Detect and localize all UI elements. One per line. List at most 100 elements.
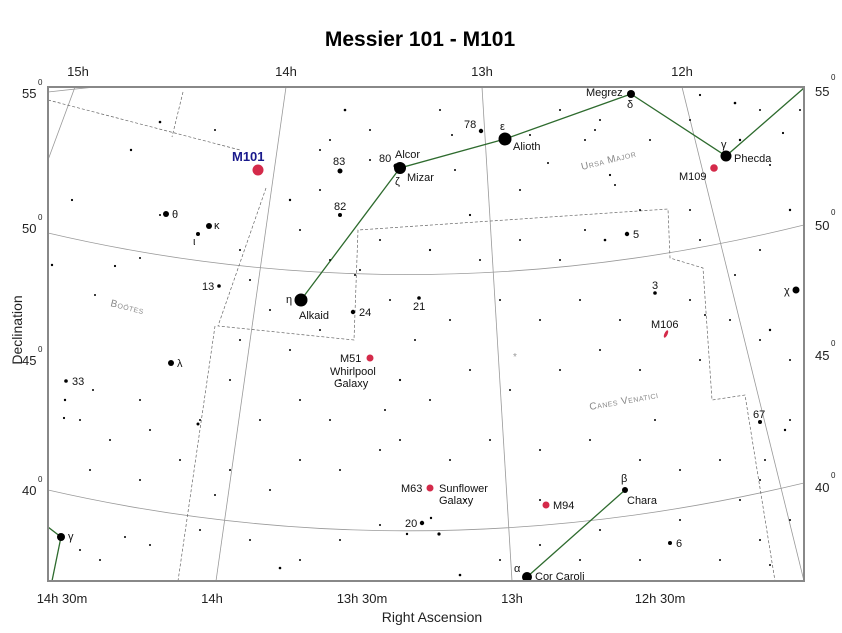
field-star bbox=[539, 499, 541, 501]
field-star bbox=[89, 469, 91, 471]
field-star bbox=[539, 319, 541, 321]
field-star bbox=[70, 198, 74, 202]
left-dec-tick-55: 55 bbox=[22, 86, 36, 101]
star-alcor bbox=[393, 163, 399, 169]
field-star bbox=[389, 299, 391, 301]
top-ra-tick-14h: 14h bbox=[275, 64, 297, 79]
star-lambda bbox=[168, 360, 174, 366]
field-star bbox=[259, 419, 261, 421]
field-star bbox=[62, 416, 66, 420]
field-star bbox=[679, 469, 681, 471]
star-3 bbox=[653, 291, 657, 295]
ra-grid-15h bbox=[48, 87, 76, 161]
label-phecda: Phecda bbox=[734, 153, 772, 165]
label-gamma: γ bbox=[721, 139, 727, 151]
field-star bbox=[339, 539, 341, 541]
field-star bbox=[429, 399, 431, 401]
bottom-ra-tick-14h: 14h bbox=[201, 591, 223, 606]
left-dec-tick-50: 50 bbox=[22, 221, 36, 236]
field-star bbox=[278, 566, 282, 570]
field-star bbox=[405, 532, 409, 536]
field-star bbox=[269, 309, 271, 311]
field-star bbox=[329, 419, 331, 421]
label-20: 20 bbox=[405, 518, 417, 530]
star-gamma-boo bbox=[57, 533, 65, 541]
field-star bbox=[733, 101, 737, 105]
field-star bbox=[579, 299, 581, 301]
field-star bbox=[139, 399, 141, 401]
field-star bbox=[249, 279, 251, 281]
label-epsilon: ε bbox=[500, 121, 505, 133]
plot-frame bbox=[47, 86, 805, 582]
label-80: 80 bbox=[379, 153, 391, 165]
field-star bbox=[639, 559, 641, 561]
field-star bbox=[649, 139, 651, 141]
field-star bbox=[639, 459, 641, 461]
field-star bbox=[124, 536, 126, 538]
label-6: 6 bbox=[676, 538, 682, 550]
field-star bbox=[783, 428, 787, 432]
field-star bbox=[79, 419, 81, 421]
label-theta: θ bbox=[172, 209, 178, 221]
field-star bbox=[584, 139, 586, 141]
ra-grid-14h bbox=[215, 87, 287, 581]
dso-m106 bbox=[663, 330, 669, 338]
field-star bbox=[689, 119, 691, 121]
field-star bbox=[429, 516, 433, 520]
star-6 bbox=[668, 541, 672, 545]
field-star bbox=[468, 213, 472, 217]
field-star bbox=[354, 274, 356, 276]
label-83: 83 bbox=[333, 156, 345, 168]
star-5 bbox=[624, 231, 630, 237]
label-chara: Chara bbox=[627, 495, 658, 507]
field-star bbox=[149, 544, 151, 546]
bottom-ra-tick-13h30m: 13h 30m bbox=[337, 591, 388, 606]
field-star bbox=[759, 479, 761, 481]
star-theta bbox=[163, 211, 169, 217]
field-star bbox=[149, 429, 151, 431]
dec-grid-40 bbox=[48, 482, 804, 532]
constellation-bootes: Boötes bbox=[109, 298, 145, 317]
field-star bbox=[599, 119, 601, 121]
field-star bbox=[109, 439, 111, 441]
field-star bbox=[704, 314, 706, 316]
constellation-ursa-major: Ursa Major bbox=[580, 149, 637, 173]
asterism-lines bbox=[48, 87, 804, 581]
right-dec-deg-50: 0 bbox=[831, 208, 836, 217]
field-star bbox=[699, 239, 701, 241]
field-star bbox=[339, 469, 341, 471]
field-star bbox=[738, 138, 742, 142]
field-star bbox=[449, 459, 451, 461]
label-m63-name1: Sunflower bbox=[439, 483, 488, 495]
label-m51-name2: Galaxy bbox=[334, 378, 369, 390]
field-star bbox=[199, 419, 201, 421]
bright-stars bbox=[57, 90, 800, 581]
field-star bbox=[764, 459, 766, 461]
field-star bbox=[94, 294, 96, 296]
field-star bbox=[769, 564, 771, 566]
left-dec-tick-45: 45 bbox=[22, 353, 36, 368]
field-star bbox=[654, 419, 656, 421]
star-chara bbox=[622, 487, 628, 493]
field-star bbox=[584, 229, 586, 231]
field-star bbox=[594, 129, 596, 131]
label-eta: η bbox=[286, 294, 292, 306]
label-m63-name2: Galaxy bbox=[439, 495, 474, 507]
field-star bbox=[679, 519, 681, 521]
field-star bbox=[289, 349, 291, 351]
star-21 bbox=[417, 296, 421, 300]
field-star bbox=[99, 559, 101, 561]
ra-grid-13h bbox=[481, 87, 513, 581]
star-20 bbox=[419, 520, 425, 526]
field-star bbox=[299, 399, 301, 401]
star-24 bbox=[350, 309, 356, 315]
star-chi bbox=[792, 286, 800, 294]
right-dec-tick-55: 55 bbox=[815, 84, 829, 99]
field-star bbox=[698, 93, 702, 97]
label-m106: M106 bbox=[651, 319, 679, 331]
field-star bbox=[464, 499, 466, 501]
label-13: 13 bbox=[202, 281, 214, 293]
field-star bbox=[359, 269, 361, 271]
label-alkaid: Alkaid bbox=[299, 310, 329, 322]
